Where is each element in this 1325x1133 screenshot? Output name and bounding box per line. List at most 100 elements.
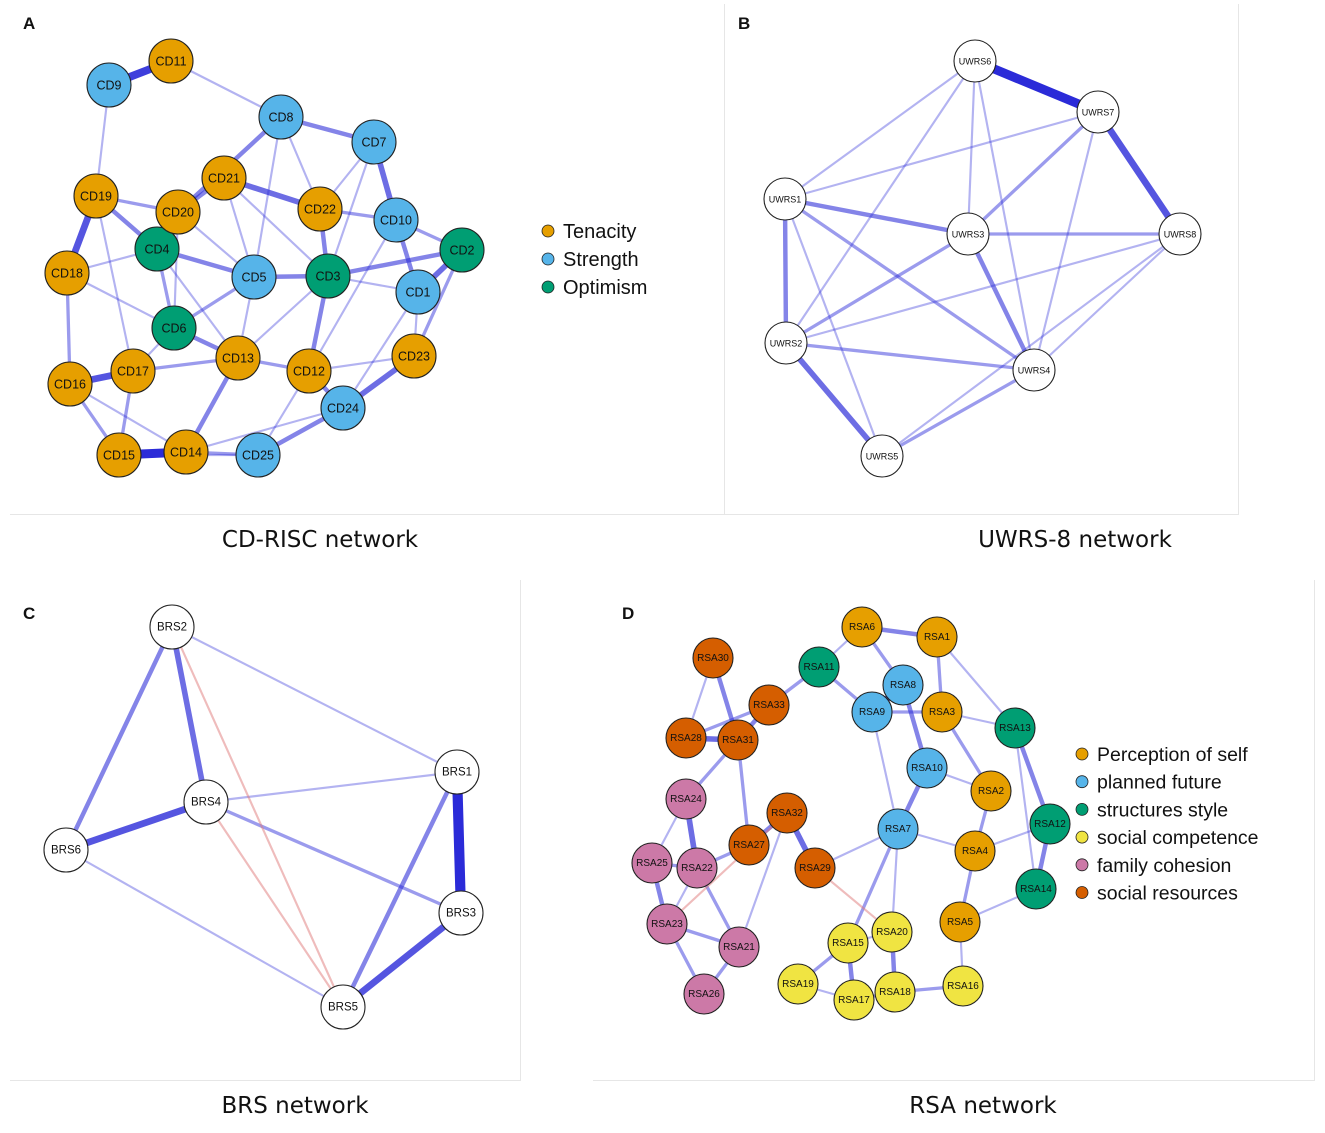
node-circle [766, 792, 808, 834]
node-cd16: CD16 [47, 361, 93, 407]
legend-swatch [541, 280, 555, 294]
edge-BRS4-BRS6 [62, 798, 210, 854]
node-circle [906, 747, 948, 789]
legend-swatch [1075, 802, 1089, 816]
node-label: RSA5 [947, 917, 974, 928]
node-cd12: CD12 [286, 348, 332, 394]
node-rsa33: RSA33 [748, 684, 790, 726]
node-circle [110, 348, 156, 394]
node-circle [953, 39, 997, 83]
edge-BRS1-BRS5 [340, 769, 460, 1010]
node-circle [258, 94, 304, 140]
node-rsa31: RSA31 [717, 719, 759, 761]
node-label: BRS3 [446, 908, 476, 920]
node-label: RSA19 [782, 979, 814, 990]
node-label: BRS4 [191, 797, 222, 809]
node-circle [833, 979, 875, 1021]
node-rsa30: RSA30 [692, 637, 734, 679]
edge-RSA7-RSA15 [846, 827, 900, 945]
node-circle [1012, 348, 1056, 392]
node-brs2: BRS2 [149, 604, 195, 650]
legend-label: family cohesion [1097, 855, 1231, 877]
node-circle [148, 38, 194, 84]
node-label: RSA13 [999, 723, 1031, 734]
node-label: CD19 [80, 190, 112, 204]
node-rsa27: RSA27 [728, 824, 770, 866]
edge-UWRS8-UWRS4 [1032, 232, 1182, 372]
node-label: CD6 [161, 322, 186, 336]
node-rsa21: RSA21 [718, 926, 760, 968]
edge-BRS4-BRS3 [204, 800, 463, 915]
node-circle [163, 429, 209, 475]
node-cd10: CD10 [373, 197, 419, 243]
edge-CD14-CD24 [184, 406, 345, 454]
edge-UWRS7-UWRS4 [1032, 110, 1100, 372]
node-label: RSA30 [697, 653, 729, 664]
node-label: RSA25 [636, 858, 668, 869]
node-cd7: CD7 [351, 119, 397, 165]
legend-swatch [1075, 747, 1089, 761]
node-circle [320, 984, 366, 1030]
node-circle [827, 922, 869, 964]
node-circle [748, 684, 790, 726]
node-cd14: CD14 [163, 429, 209, 475]
node-label: UWRS5 [866, 452, 899, 462]
node-uwrs5: UWRS5 [860, 434, 904, 478]
node-circle [860, 434, 904, 478]
node-label: RSA31 [722, 735, 754, 746]
node-label: RSA4 [962, 846, 989, 857]
node-rsa2: RSA2 [970, 770, 1012, 812]
node-circle [798, 646, 840, 688]
node-uwrs7: UWRS7 [1076, 90, 1120, 134]
node-rsa17: RSA17 [833, 979, 875, 1021]
node-uwrs8: UWRS8 [1158, 212, 1202, 256]
edges [62, 624, 467, 1011]
node-cd24: CD24 [320, 385, 366, 431]
node-cd25: CD25 [235, 432, 281, 478]
legend-item: Strength [541, 249, 639, 271]
edge-BRS2-BRS6 [63, 624, 175, 853]
edge-UWRS1-UWRS5 [783, 197, 884, 458]
node-cd5: CD5 [231, 254, 277, 300]
node-label: RSA23 [651, 919, 683, 930]
node-rsa1: RSA1 [916, 616, 958, 658]
node-label: UWRS6 [959, 57, 992, 67]
node-label: CD13 [222, 352, 254, 366]
node-circle [149, 604, 195, 650]
node-rsa5: RSA5 [939, 901, 981, 943]
node-circle [96, 432, 142, 478]
edge-UWRS6-UWRS4 [973, 59, 1036, 372]
node-label: CD20 [162, 206, 194, 220]
legend-swatch [1075, 830, 1089, 844]
node-label: RSA22 [681, 863, 713, 874]
node-circle [777, 963, 819, 1005]
node-circle [665, 717, 707, 759]
node-cd21: CD21 [201, 155, 247, 201]
legend-item: family cohesion [1075, 855, 1231, 877]
legend-item: planned future [1075, 772, 1222, 794]
node-circle [201, 155, 247, 201]
node-brs6: BRS6 [43, 827, 89, 873]
panel-a-caption: CD-RISC network [221, 527, 419, 553]
node-label: CD2 [449, 244, 474, 258]
edge-RSA32-RSA23 [665, 811, 789, 926]
legend-item: social resources [1075, 883, 1238, 905]
node-circle [155, 189, 201, 235]
panel-c-background [10, 580, 521, 1081]
node-circle [286, 348, 332, 394]
node-rsa12: RSA12 [1029, 803, 1071, 845]
node-label: RSA28 [670, 733, 702, 744]
node-circle [86, 62, 132, 108]
edge-UWRS7-UWRS3 [966, 110, 1100, 236]
node-rsa9: RSA9 [851, 691, 893, 733]
node-cd19: CD19 [73, 173, 119, 219]
node-circle [994, 707, 1036, 749]
legend-item: Optimism [541, 277, 647, 299]
legend-item: social competence [1075, 827, 1259, 849]
node-circle [954, 830, 996, 872]
node-label: RSA3 [929, 707, 956, 718]
node-circle [320, 385, 366, 431]
node-label: CD18 [51, 267, 83, 281]
